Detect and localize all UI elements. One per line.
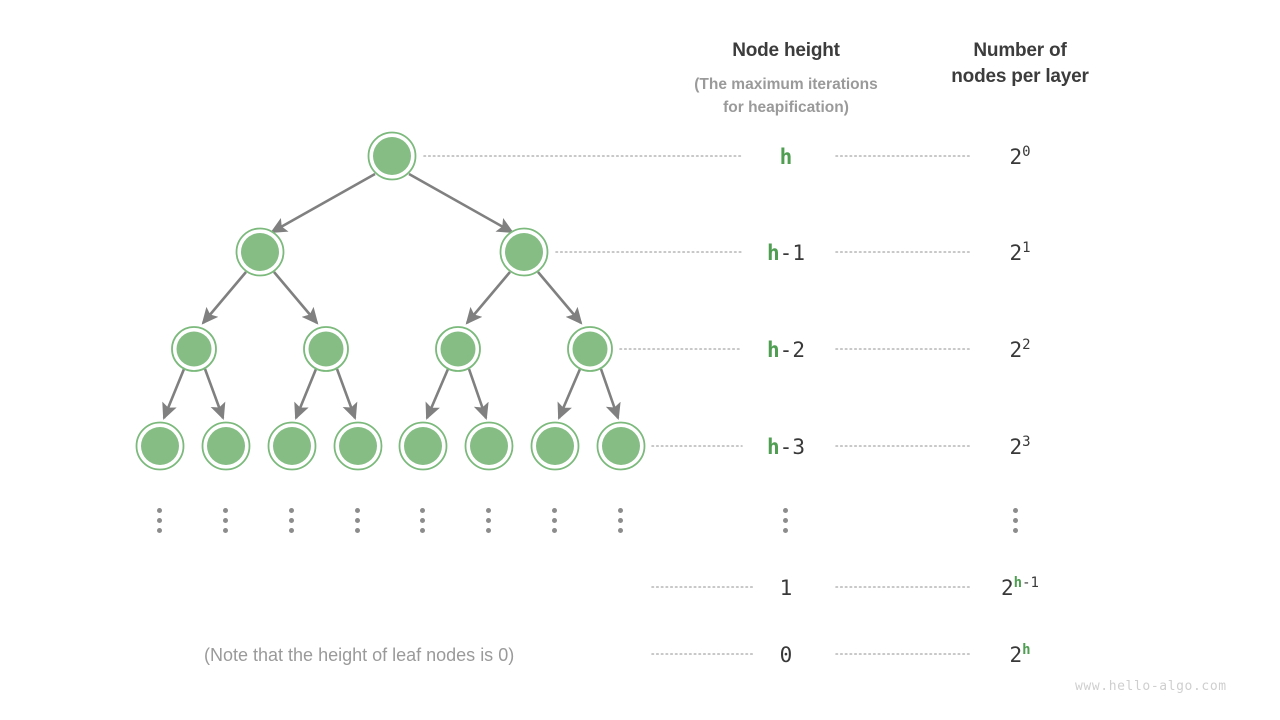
height-suffix-3: -3 bbox=[779, 435, 805, 459]
count-value-row-3: 23 bbox=[940, 434, 1100, 459]
column-header-count-line1: Number of bbox=[973, 40, 1067, 61]
vertical-ellipsis-icon-height-column bbox=[783, 508, 789, 533]
height-base-3: h bbox=[767, 435, 780, 459]
count-base-2: 2 bbox=[1009, 338, 1023, 362]
count-base-1: 2 bbox=[1009, 241, 1023, 265]
count-base-0: 2 bbox=[1009, 145, 1023, 169]
count-value-row-1: 21 bbox=[940, 240, 1100, 265]
tree-edges bbox=[162, 172, 621, 420]
count-exponent-1: 1 bbox=[1022, 240, 1031, 256]
count-value-row-4: 2h-1 bbox=[940, 575, 1100, 600]
watermark: www.hello-algo.com bbox=[1075, 679, 1227, 694]
count-base-3: 2 bbox=[1009, 435, 1023, 459]
height-value-row-2: h-2 bbox=[706, 340, 866, 361]
vertical-ellipsis-icon-count-column bbox=[1013, 508, 1019, 533]
leaf-height-note: (Note that the height of leaf nodes is 0… bbox=[204, 645, 515, 665]
column-subtitle-line1: (The maximum iterations bbox=[694, 76, 878, 93]
count-exponent-5: h bbox=[1022, 642, 1031, 658]
vertical-ellipsis-icon bbox=[355, 508, 361, 533]
height-base-2: h bbox=[767, 338, 780, 362]
count-exponent-0: 0 bbox=[1022, 144, 1031, 160]
leader-lines-count bbox=[835, 155, 971, 655]
count-exponent-3: 3 bbox=[1022, 434, 1031, 450]
tree-nodes bbox=[135, 131, 646, 471]
height-value-row-4: 1 bbox=[706, 578, 866, 599]
column-subtitle-line2: for heapification) bbox=[723, 99, 849, 116]
height-base-1: h bbox=[767, 241, 780, 265]
height-base-0: h bbox=[779, 145, 793, 169]
height-value-row-1: h-1 bbox=[706, 243, 866, 264]
height-base-4: 1 bbox=[779, 576, 793, 600]
height-value-row-5: 0 bbox=[706, 645, 866, 666]
height-suffix-1: -1 bbox=[779, 241, 805, 265]
vertical-ellipsis-icon bbox=[618, 508, 624, 533]
vertical-ellipsis-icon bbox=[223, 508, 229, 533]
leader-lines-height bbox=[423, 155, 756, 655]
count-base-5: 2 bbox=[1009, 643, 1023, 667]
vertical-ellipsis-icon bbox=[486, 508, 492, 533]
column-header-count-line2: nodes per layer bbox=[951, 66, 1089, 87]
count-value-row-0: 20 bbox=[940, 144, 1100, 169]
vertical-ellipsis-icon bbox=[420, 508, 426, 533]
height-base-5: 0 bbox=[779, 643, 793, 667]
height-value-row-3: h-3 bbox=[706, 437, 866, 458]
count-value-row-2: 22 bbox=[940, 337, 1100, 362]
count-exponent-2: 2 bbox=[1022, 337, 1031, 353]
height-suffix-2: -2 bbox=[779, 338, 805, 362]
count-value-row-5: 2h bbox=[940, 642, 1100, 667]
vertical-ellipsis-icon bbox=[289, 508, 295, 533]
vertical-ellipsis-icon bbox=[157, 508, 163, 533]
vertical-ellipsis-icon bbox=[552, 508, 558, 533]
height-value-row-0: h bbox=[706, 147, 866, 168]
count-base-4: 2 bbox=[1001, 576, 1014, 600]
column-header-node-height: Node height bbox=[732, 40, 840, 61]
count-exponent-4: h-1 bbox=[1013, 575, 1039, 591]
